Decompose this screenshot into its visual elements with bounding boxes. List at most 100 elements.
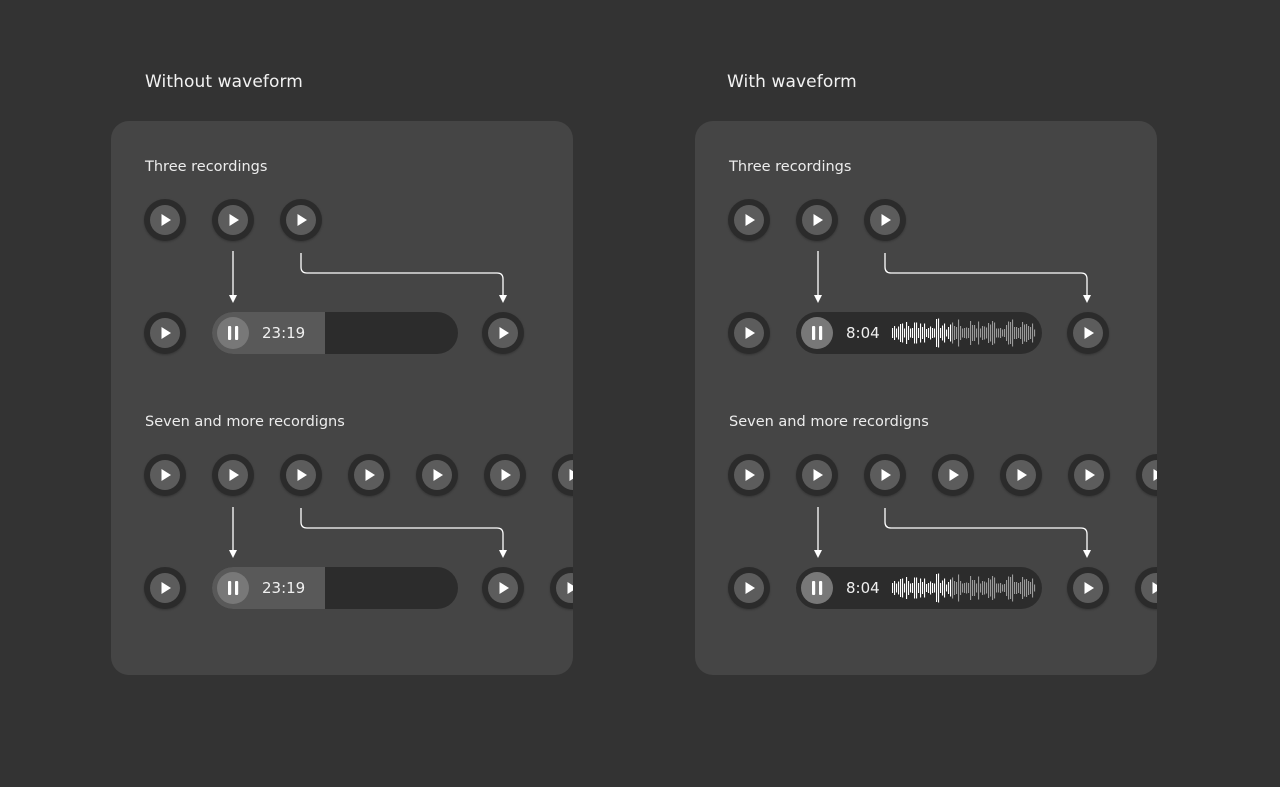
waveform-bar	[1030, 327, 1032, 339]
waveform-bar	[912, 583, 914, 593]
waveform-bar	[1024, 324, 1026, 342]
pause-button[interactable]	[217, 572, 249, 604]
waveform-bar	[934, 583, 936, 593]
waveform-bar	[932, 328, 934, 338]
waveform-bar	[966, 582, 968, 594]
audio-player[interactable]: 8:04	[796, 567, 1042, 609]
play-button[interactable]	[728, 567, 770, 609]
play-button[interactable]	[144, 199, 186, 241]
play-button[interactable]	[1067, 312, 1109, 354]
play-button[interactable]	[144, 567, 186, 609]
waveform-bar	[926, 329, 928, 337]
play-button[interactable]	[728, 454, 770, 496]
waveform-bar	[902, 323, 904, 343]
play-icon	[501, 469, 511, 481]
play-button[interactable]	[482, 312, 524, 354]
waveform-bar	[920, 578, 922, 598]
play-button[interactable]	[1135, 567, 1157, 609]
play-button[interactable]	[550, 567, 573, 609]
pause-button[interactable]	[217, 317, 249, 349]
waveform-bar	[892, 583, 894, 593]
play-icon	[745, 214, 755, 226]
waveform-bar	[1026, 324, 1028, 342]
play-icon	[229, 214, 239, 226]
play-button[interactable]	[728, 312, 770, 354]
waveform-bar	[990, 579, 992, 597]
waveform-bar	[980, 328, 982, 338]
play-button-face	[556, 573, 573, 603]
play-icon	[297, 469, 307, 481]
play-button-face	[1141, 573, 1157, 603]
play-button[interactable]	[1068, 454, 1110, 496]
play-button[interactable]	[728, 199, 770, 241]
play-icon	[161, 327, 171, 339]
waveform-bar	[998, 328, 1000, 338]
waveform-bar	[1008, 576, 1010, 600]
play-button[interactable]	[796, 454, 838, 496]
play-button[interactable]	[864, 199, 906, 241]
waveform-bar	[920, 323, 922, 343]
waveform-bar	[978, 321, 980, 345]
section-label-seven: Seven and more recordigns	[729, 414, 929, 430]
play-button[interactable]	[796, 199, 838, 241]
pause-button[interactable]	[801, 572, 833, 604]
waveform-bar	[930, 326, 932, 340]
waveform-bar	[992, 576, 994, 600]
waveform-bar	[948, 582, 950, 594]
waveform-bar	[1002, 584, 1004, 592]
waveform-bar	[956, 327, 958, 339]
waveform-bar	[990, 324, 992, 342]
waveform-bar	[972, 580, 974, 596]
play-icon	[567, 582, 573, 594]
column-title-with-waveform: With waveform	[727, 72, 857, 92]
waveform-bar	[994, 577, 996, 599]
play-icon	[161, 214, 171, 226]
waveform-bar	[988, 578, 990, 598]
audio-player[interactable]: 23:19	[212, 567, 458, 609]
play-button[interactable]	[348, 454, 390, 496]
play-icon	[1153, 469, 1157, 481]
play-button[interactable]	[144, 454, 186, 496]
waveform-bar	[1004, 329, 1006, 337]
play-button[interactable]	[932, 454, 974, 496]
audio-player[interactable]: 23:19	[212, 312, 458, 354]
play-button[interactable]	[864, 454, 906, 496]
play-button[interactable]	[1067, 567, 1109, 609]
play-button[interactable]	[280, 454, 322, 496]
waveform-bar	[982, 326, 984, 340]
play-icon	[745, 469, 755, 481]
waveform-bar	[972, 325, 974, 341]
play-button[interactable]	[1136, 454, 1157, 496]
waveform-bar	[952, 577, 954, 599]
play-button[interactable]	[484, 454, 526, 496]
waveform-bar	[960, 581, 962, 595]
play-button[interactable]	[1000, 454, 1042, 496]
audio-player[interactable]: 8:04	[796, 312, 1042, 354]
waveform-bar	[986, 582, 988, 594]
waveform-bar	[996, 328, 998, 338]
waveform-bar	[940, 583, 942, 593]
play-button[interactable]	[144, 312, 186, 354]
waveform-bar	[970, 321, 972, 345]
connector-arrow-elbow	[300, 253, 507, 303]
play-button[interactable]	[212, 454, 254, 496]
flow-connectors	[229, 251, 507, 558]
play-button[interactable]	[212, 199, 254, 241]
pause-button[interactable]	[801, 317, 833, 349]
waveform-bar	[908, 581, 910, 595]
waveform-bar	[1010, 577, 1012, 599]
play-button[interactable]	[482, 567, 524, 609]
waveform-bar	[980, 583, 982, 593]
flow-connectors	[814, 251, 1091, 558]
waveform-bar	[944, 323, 946, 343]
play-icon	[1017, 469, 1027, 481]
waveform-bar	[934, 328, 936, 338]
waveform-bar	[950, 324, 952, 342]
waveform-bar	[1018, 583, 1020, 593]
waveform-bar	[1006, 325, 1008, 341]
waveform-bar	[956, 582, 958, 594]
waveform-bar	[1012, 574, 1014, 602]
play-button[interactable]	[280, 199, 322, 241]
play-button[interactable]	[416, 454, 458, 496]
play-button[interactable]	[552, 454, 573, 496]
